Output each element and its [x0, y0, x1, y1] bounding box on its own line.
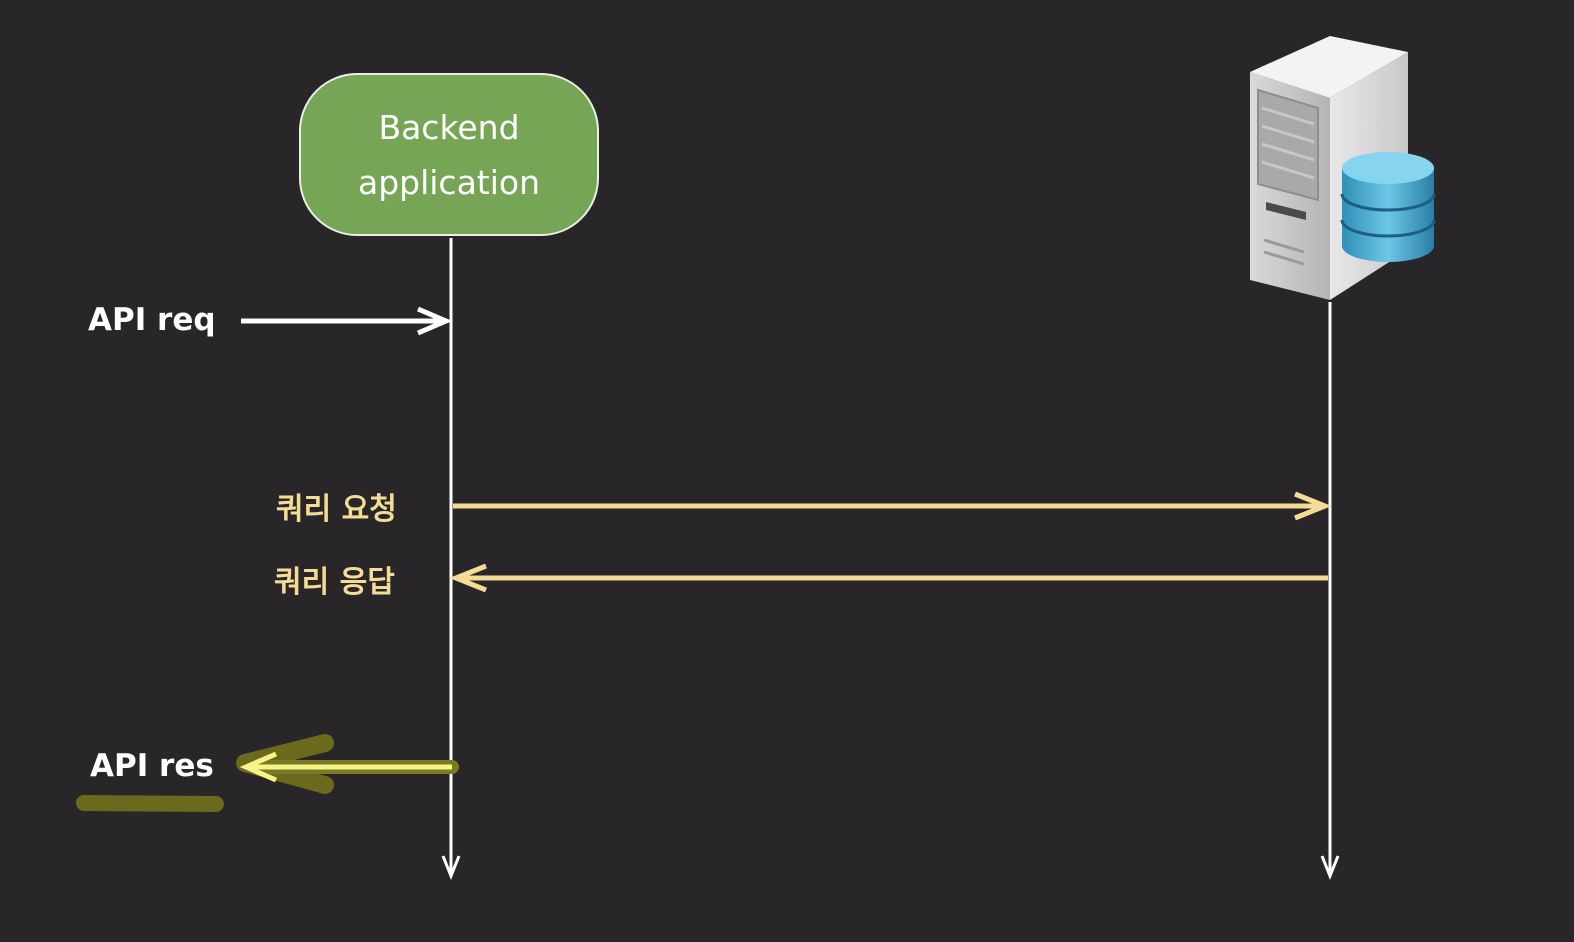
backend-lifeline [441, 238, 461, 881]
query-response-arrow [449, 563, 1328, 593]
api-res-arrow [236, 734, 459, 794]
query-request-arrow [453, 491, 1332, 521]
query-response-label: 쿼리 응답 [274, 565, 395, 600]
server-database-icon [1250, 36, 1436, 300]
api-res-highlight [76, 795, 224, 812]
backend-title-line2: application [357, 162, 541, 202]
query-request-label: 쿼리 요청 [276, 492, 397, 527]
backend-title-line1: Backend [378, 107, 520, 147]
api-req-arrow [241, 306, 453, 336]
backend-application-box: Backend application [299, 73, 599, 236]
database-lifeline [1320, 302, 1340, 881]
api-req-label: API req [88, 302, 216, 338]
api-res-label: API res [90, 748, 214, 784]
